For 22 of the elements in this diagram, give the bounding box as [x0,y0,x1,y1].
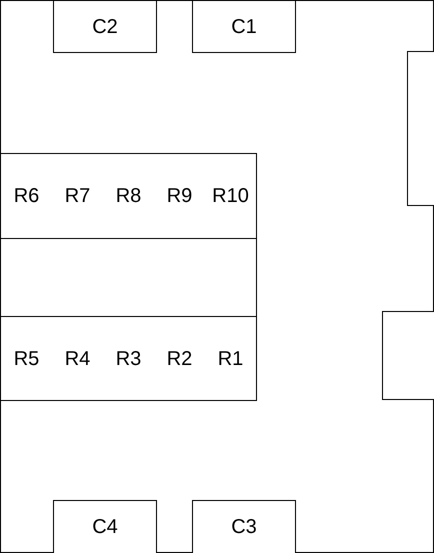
rack-label: R1 [216,348,244,368]
cabinet-box [192,500,296,553]
rack-label: R9 [166,186,194,206]
cabinet-label: C3 [231,517,257,537]
cabinet-label: C1 [231,16,257,36]
shelf-row [0,153,257,239]
cabinet-box [192,0,296,53]
rack-label: R5 [12,348,40,368]
rack-label: R7 [64,186,92,206]
wall-unit [407,51,434,206]
rack-label: R3 [114,348,142,368]
cabinet-box [53,0,157,53]
cabinet-label: C2 [92,16,118,36]
rack-label: R8 [114,186,142,206]
cabinet-box [53,500,157,553]
cabinet-label: C4 [92,517,118,537]
rack-label: R2 [166,348,194,368]
wall-unit [382,311,434,400]
rack-label: R10 [211,186,250,206]
rack-label: R4 [64,348,92,368]
shelf-row [0,316,257,401]
rack-label: R6 [12,186,40,206]
